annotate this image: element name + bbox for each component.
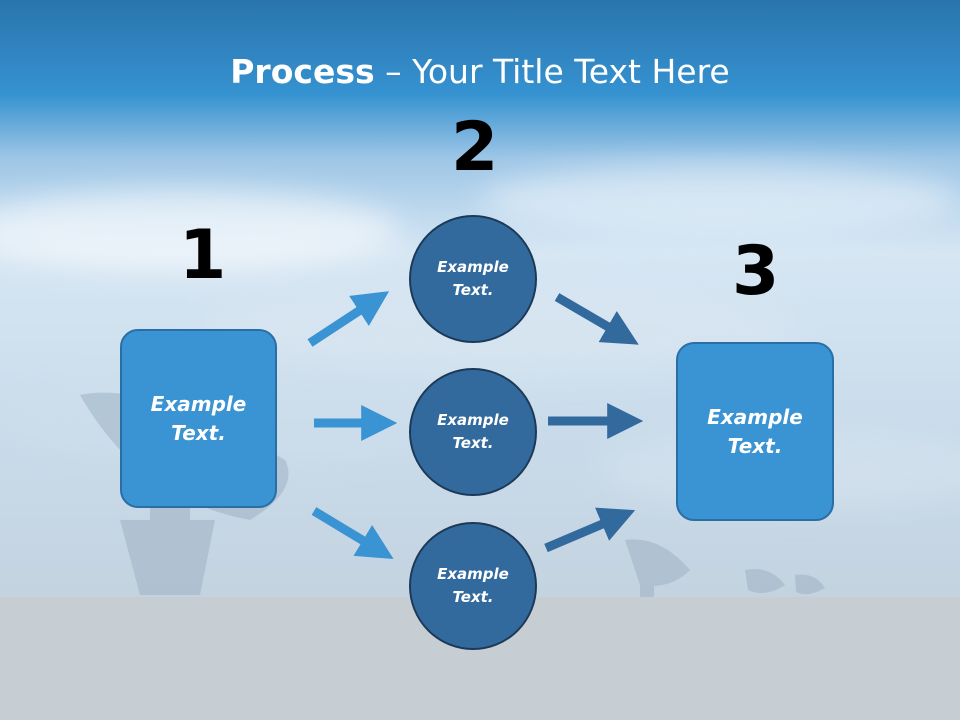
step-number-3: 3 xyxy=(732,232,780,311)
circle-top-text: Example Text. xyxy=(437,256,509,302)
circle-bottom-text: Example Text. xyxy=(437,563,509,609)
step-1-box: Example Text. xyxy=(120,329,277,508)
step-2-circle-middle: Example Text. xyxy=(409,368,537,496)
circle-middle-line-1: Example xyxy=(437,411,509,429)
arrow-1-to-2-bottom xyxy=(311,507,394,560)
slide-title: Process – Your Title Text Here xyxy=(0,52,960,91)
circle-middle-line-2: Text. xyxy=(452,434,494,452)
step-1-text-line-1: Example xyxy=(150,391,247,416)
step-3-text-line-1: Example xyxy=(707,404,803,429)
title-bold: Process xyxy=(230,52,375,91)
step-3-text: Example Text. xyxy=(707,403,803,461)
step-1-text-line-2: Text. xyxy=(171,420,226,445)
circle-top-line-2: Text. xyxy=(452,281,494,299)
circle-top-line-1: Example xyxy=(437,258,509,276)
arrow-2-top-to-3 xyxy=(554,293,639,345)
arrow-2-bottom-to-3 xyxy=(544,507,636,553)
step-number-2: 2 xyxy=(451,108,499,187)
title-rest: – Your Title Text Here xyxy=(374,52,730,91)
step-2-circle-bottom: Example Text. xyxy=(409,522,537,650)
step-number-1: 1 xyxy=(179,216,227,295)
step-1-text: Example Text. xyxy=(151,390,247,448)
step-2-circle-top: Example Text. xyxy=(409,215,537,343)
circle-bottom-line-2: Text. xyxy=(452,588,494,606)
step-3-text-line-2: Text. xyxy=(727,433,783,458)
step-3-box: Example Text. xyxy=(676,342,834,521)
circle-middle-text: Example Text. xyxy=(437,409,509,455)
arrow-1-to-2-top xyxy=(307,291,390,347)
circle-bottom-line-1: Example xyxy=(437,565,509,583)
